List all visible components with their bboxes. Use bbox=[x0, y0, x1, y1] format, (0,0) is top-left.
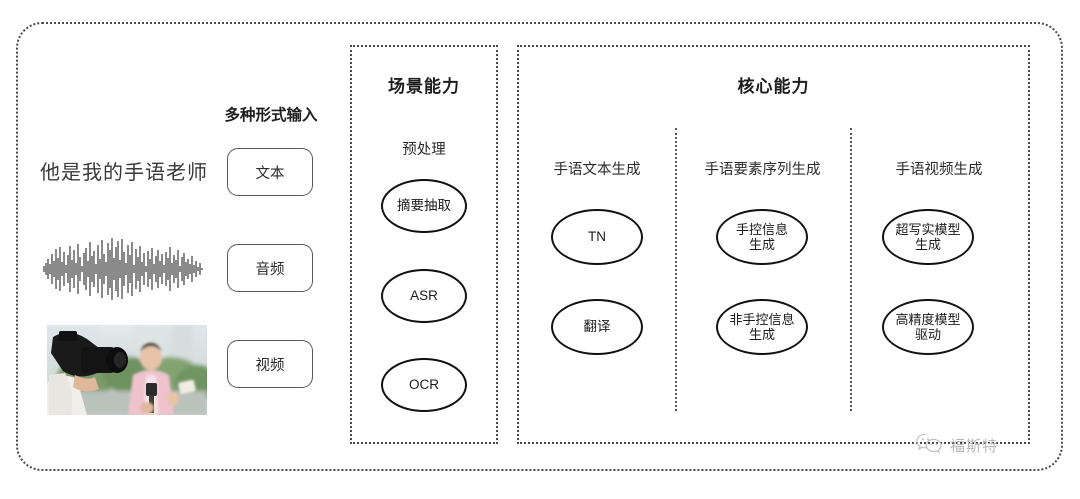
input-chip-audio[interactable]: 音频 bbox=[227, 244, 313, 292]
core-divider-2 bbox=[850, 128, 852, 411]
core-node-highprecision-model[interactable]: 高精度模型 驱动 bbox=[882, 299, 974, 355]
audio-waveform-icon bbox=[40, 236, 205, 302]
watermark: 福斯特 bbox=[915, 432, 998, 458]
input-chip-video-label: 视频 bbox=[255, 357, 285, 374]
scene-node-summary[interactable]: 摘要抽取 bbox=[381, 179, 467, 233]
core-node-tn[interactable]: TN bbox=[551, 209, 643, 265]
scene-panel-title: 场景能力 bbox=[388, 77, 460, 96]
scene-capability-panel: 场景能力 预处理 摘要抽取 ASR OCR bbox=[350, 45, 498, 444]
scene-node-asr[interactable]: ASR bbox=[381, 269, 467, 323]
core-node-photoreal-model[interactable]: 超写实模型 生成 bbox=[882, 209, 974, 265]
core-column-header-text: 手语文本生成 bbox=[553, 162, 641, 178]
scene-column-header: 预处理 bbox=[402, 142, 446, 158]
sample-input-text: 他是我的手语老师 bbox=[40, 162, 208, 184]
core-panel-title: 核心能力 bbox=[737, 77, 810, 96]
core-divider-1 bbox=[675, 128, 677, 411]
core-column-header-element-seq: 手语要素序列生成 bbox=[704, 162, 821, 178]
input-chip-video[interactable]: 视频 bbox=[227, 340, 313, 388]
input-chip-text-label: 文本 bbox=[255, 165, 285, 182]
watermark-text: 福斯特 bbox=[950, 437, 999, 455]
input-chip-text[interactable]: 文本 bbox=[227, 148, 313, 196]
outer-frame bbox=[16, 22, 1063, 471]
core-capability-panel: 核心能力 手语文本生成 TN 翻译 手语要素序列生成 手控信息 生成 非手控信息… bbox=[517, 45, 1030, 444]
input-section-heading: 多种形式输入 bbox=[224, 107, 318, 124]
core-node-nonmanual-info[interactable]: 非手控信息 生成 bbox=[716, 299, 808, 355]
video-thumbnail bbox=[47, 325, 207, 415]
core-node-manual-info[interactable]: 手控信息 生成 bbox=[716, 209, 808, 265]
scene-node-ocr[interactable]: OCR bbox=[381, 358, 467, 412]
core-column-header-video: 手语视频生成 bbox=[895, 162, 983, 178]
wechat-logo-icon bbox=[915, 432, 945, 458]
core-node-translate[interactable]: 翻译 bbox=[551, 299, 643, 355]
input-chip-audio-label: 音频 bbox=[255, 261, 285, 278]
